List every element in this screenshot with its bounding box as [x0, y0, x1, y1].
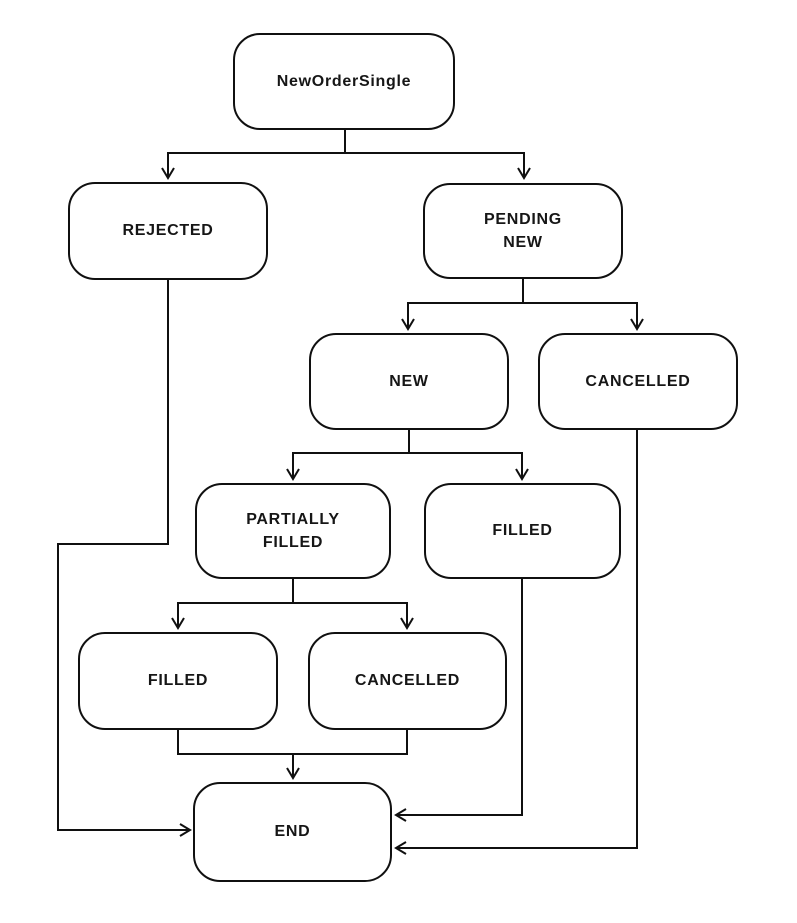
node-label: CANCELLED: [354, 672, 461, 690]
node-label: NewOrderSingle: [276, 72, 412, 90]
edge-rejected-end: [57, 280, 192, 837]
node-label: FILLED: [147, 672, 209, 690]
node-label: END: [274, 823, 311, 841]
edge-cancelled-end: [394, 430, 638, 855]
edge-merge-bar: [177, 730, 408, 755]
edge-new-filled: [409, 452, 529, 481]
node-label: FILLED: [492, 522, 553, 540]
node-label: CANCELLED: [585, 372, 691, 390]
node-partially-filled: PARTIALLY FILLED: [195, 483, 391, 579]
node-label: PARTIALLY FILLED: [246, 510, 340, 551]
node-rejected: REJECTED: [68, 182, 268, 280]
node-pending-new: PENDING NEW: [423, 183, 623, 279]
edge-partiallyfilled-filled: [171, 579, 294, 630]
node-cancelled-after-pending: CANCELLED: [538, 333, 738, 430]
node-neworder-single: NewOrderSingle: [233, 33, 455, 130]
node-filled-after-new: FILLED: [424, 483, 621, 579]
node-new: NEW: [309, 333, 509, 430]
node-filled-after-partial: FILLED: [78, 632, 278, 730]
node-cancelled-after-partial: CANCELLED: [308, 632, 507, 730]
edge-filled-end: [394, 579, 523, 822]
edge-partiallyfilled-cancelled: [293, 602, 414, 630]
edge-new-partiallyfilled: [286, 430, 410, 481]
edge-pendingnew-cancelled: [523, 302, 644, 331]
node-label: REJECTED: [122, 222, 214, 240]
node-label: PENDING NEW: [484, 210, 562, 251]
edge-neworder-pendingnew: [345, 152, 531, 180]
node-end: END: [193, 782, 392, 882]
node-label: NEW: [389, 372, 429, 390]
edge-pendingnew-new: [401, 279, 524, 331]
edge-neworder-rejected: [161, 130, 346, 180]
